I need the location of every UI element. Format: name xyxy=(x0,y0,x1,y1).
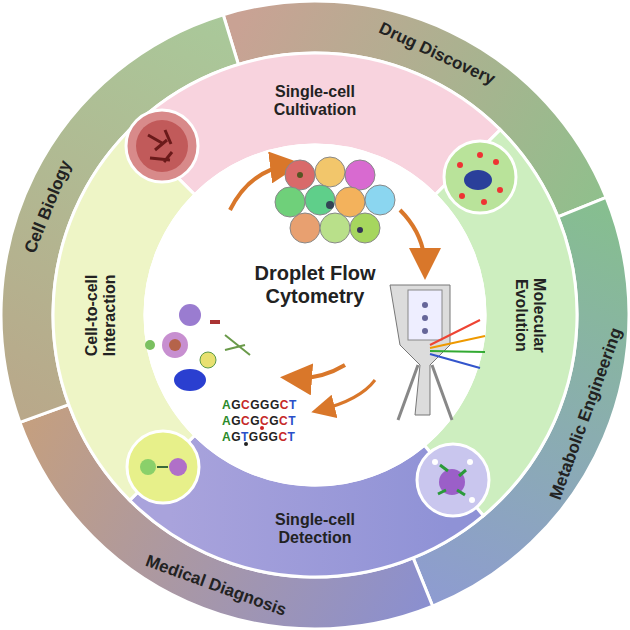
sector-label: Single-cell Detection xyxy=(253,511,378,548)
evolution-droplet xyxy=(444,141,516,213)
sector-label: Cell-to-cell Interaction xyxy=(83,253,120,378)
droplet-cluster xyxy=(275,157,395,243)
cycle-arrow xyxy=(400,210,425,268)
dna-sequence: AGTGGGCT xyxy=(222,430,295,444)
cells xyxy=(145,304,250,391)
cultivation-droplet xyxy=(126,110,198,182)
dna-sequence: AGCGCGCT xyxy=(222,414,296,428)
sector-label: Single-cell Cultivation xyxy=(253,83,378,120)
cycle-arrow xyxy=(292,365,345,378)
dna-sequence: AGCGGGCT xyxy=(222,398,297,412)
detection-droplet xyxy=(417,444,489,516)
center-title: Droplet Flow Cytometry xyxy=(230,262,400,308)
flow-cytometer-device xyxy=(390,285,485,420)
cycle-arrow xyxy=(320,380,375,410)
sector-label: Molecular Evolution xyxy=(511,258,548,373)
interaction-droplet xyxy=(127,431,199,503)
